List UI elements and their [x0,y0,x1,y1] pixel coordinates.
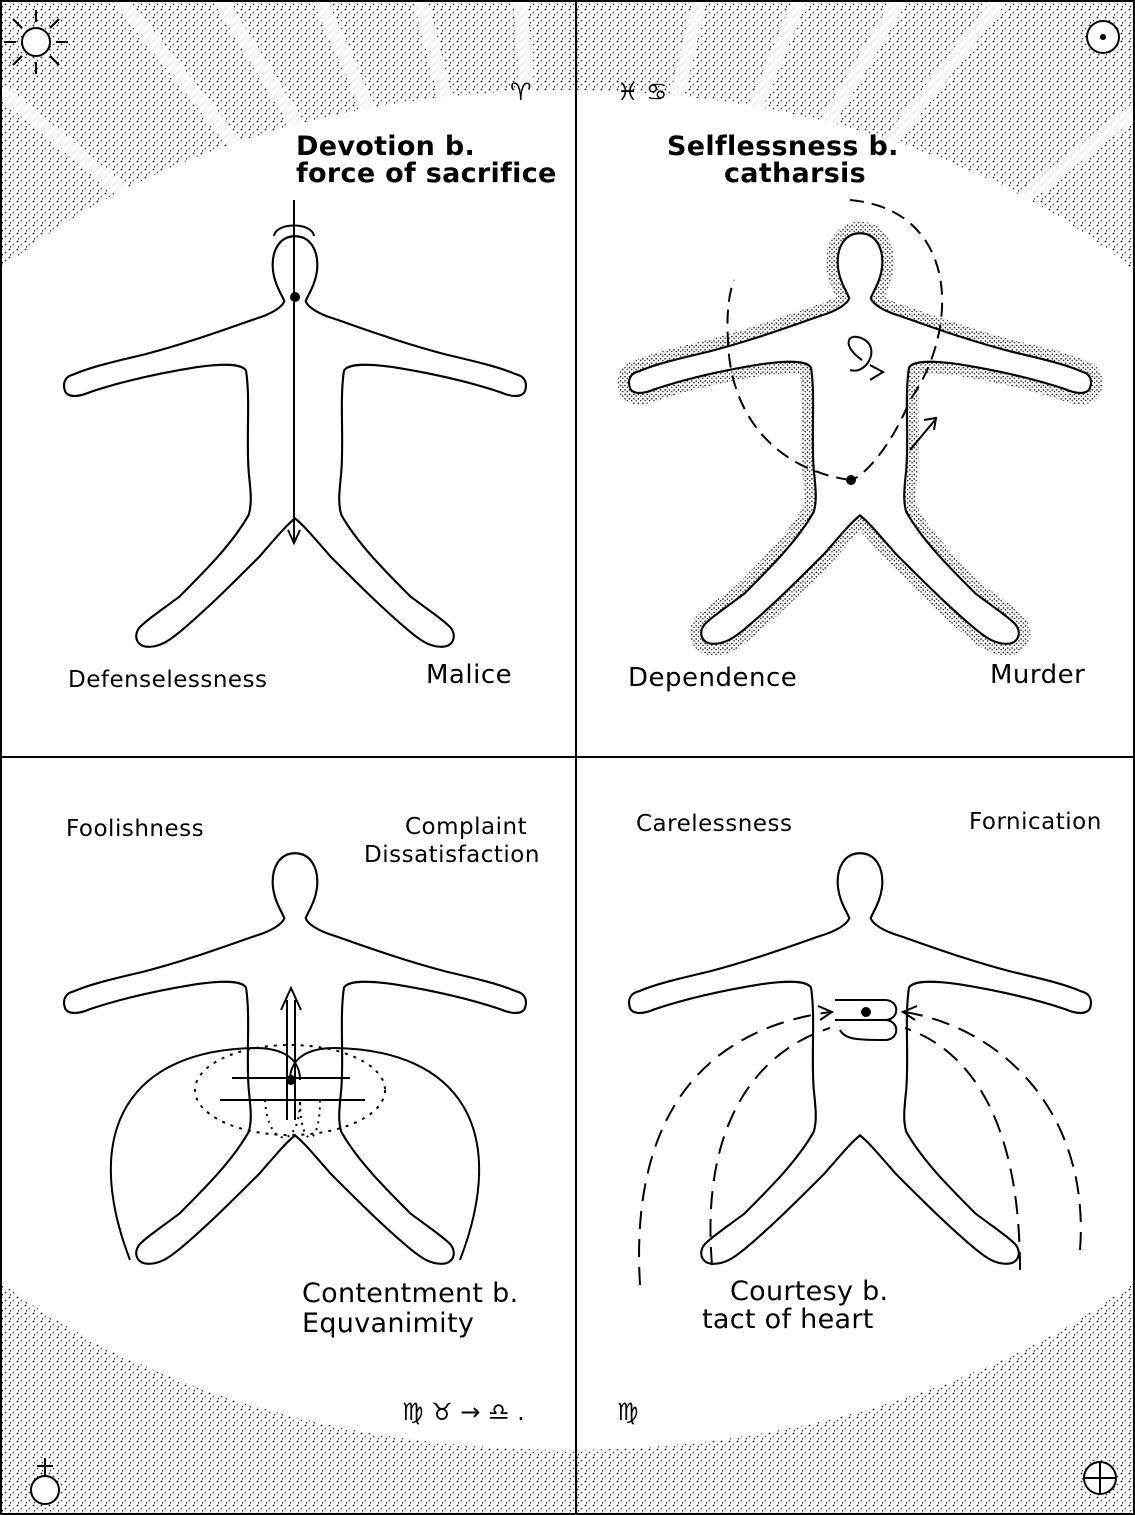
title-courtesy-line2: tact of heart [702,1306,874,1334]
title-selflessness-line2: catharsis [724,160,866,188]
bottom-stipple [0,757,1135,1515]
sign-aries: ♈ [510,80,532,105]
sign-virgo-taurus-libra: ♍ ♉ → ♎ . [402,1400,525,1425]
title-devotion-line2: force of sacrifice [296,160,557,188]
title-contentment-line1: Contentment b. [302,1280,519,1308]
label-defenselessness: Defenselessness [68,668,268,692]
title-courtesy-line1: Courtesy b. [730,1278,888,1306]
top-stipple [0,0,1135,757]
label-murder: Murder [990,662,1085,689]
label-carelessness: Carelessness [636,812,792,836]
sign-virgo: ♍ [617,1400,639,1425]
label-foolishness: Foolishness [66,817,204,841]
title-contentment-line2: Equvanimity [302,1310,474,1338]
earth-symbol-icon [1084,1462,1116,1494]
sign-pisces-cancer: ♓ ♋ [617,80,668,105]
label-dependence: Dependence [628,665,797,692]
label-complaint: Complaint [405,815,527,839]
sun-symbol-icon [1087,21,1119,53]
label-malice: Malice [426,662,512,689]
sun-rays-icon [4,10,68,74]
label-fornication: Fornication [969,810,1102,834]
label-dissatisfaction: Dissatisfaction [364,843,540,867]
